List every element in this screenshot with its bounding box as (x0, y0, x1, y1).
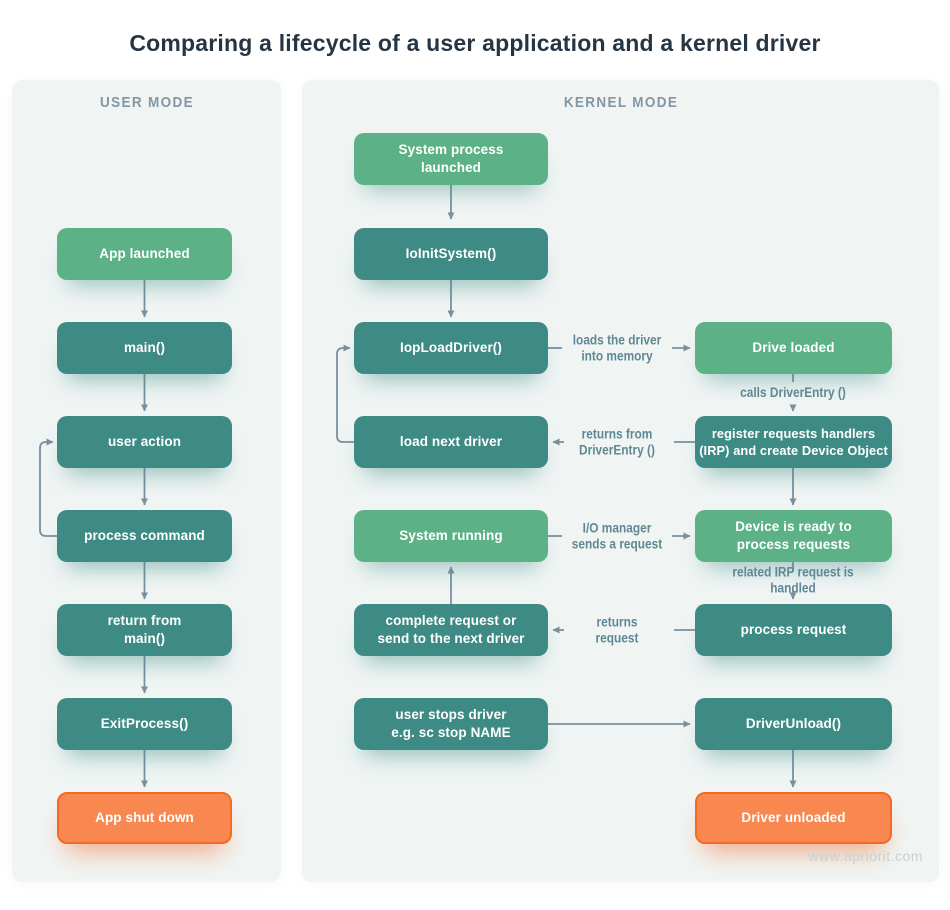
page-title: Comparing a lifecycle of a user applicat… (129, 30, 821, 56)
loop-process-command-to-user-action (39, 438, 57, 537)
node-register-handlers: register requests handlers (IRP) and cre… (695, 416, 892, 468)
node-driverunload: DriverUnload() (695, 698, 892, 750)
node-return-from-main: return from main() (57, 604, 232, 656)
node-ioploaddriver: IopLoadDriver() (354, 322, 548, 374)
kernel-mode-connector-layer (336, 185, 797, 788)
node-exitprocess: ExitProcess() (57, 698, 232, 750)
node-app-launched: App launched (57, 228, 232, 280)
edge-label-returns-request: returns request (595, 614, 639, 645)
node-main: main() (57, 322, 232, 374)
node-device-ready: Device is ready to process requests (695, 510, 892, 562)
node-ioinitsystem: IoInitSystem() (354, 228, 548, 280)
edge-label-related-irp: related IRP request is handled (732, 564, 854, 595)
node-app-shut-down: App shut down (57, 792, 232, 844)
user-mode-panel: USER MODE App launched main() user actio… (12, 80, 281, 882)
edge-label-returns-from-driverentry: returns from DriverEntry () (579, 426, 655, 457)
node-load-next-driver: load next driver (354, 416, 548, 468)
kernel-mode-panel: KERNEL MODE (302, 80, 939, 882)
node-drive-loaded: Drive loaded (695, 322, 892, 374)
node-process-command: process command (57, 510, 232, 562)
user-mode-connector-layer (39, 280, 148, 788)
node-user-stops-driver: user stops driver e.g. sc stop NAME (354, 698, 548, 750)
edge-label-io-manager: I/O manager sends a request (571, 520, 663, 551)
loop-load-next-to-iopload (336, 344, 354, 443)
edge-label-calls-driverentry: calls DriverEntry () (740, 385, 846, 401)
node-user-action: user action (57, 416, 232, 468)
edge-label-loads-driver: loads the driver into memory (572, 332, 662, 363)
node-driver-unloaded: Driver unloaded (695, 792, 892, 844)
node-system-running: System running (354, 510, 548, 562)
node-complete-request: complete request or send to the next dri… (354, 604, 548, 656)
node-system-process-launched: System process launched (354, 133, 548, 185)
kernel-mode-header: KERNEL MODE (563, 94, 678, 111)
user-mode-header: USER MODE (99, 94, 194, 111)
node-process-request: process request (695, 604, 892, 656)
watermark: www.apriorit.com (808, 848, 923, 864)
